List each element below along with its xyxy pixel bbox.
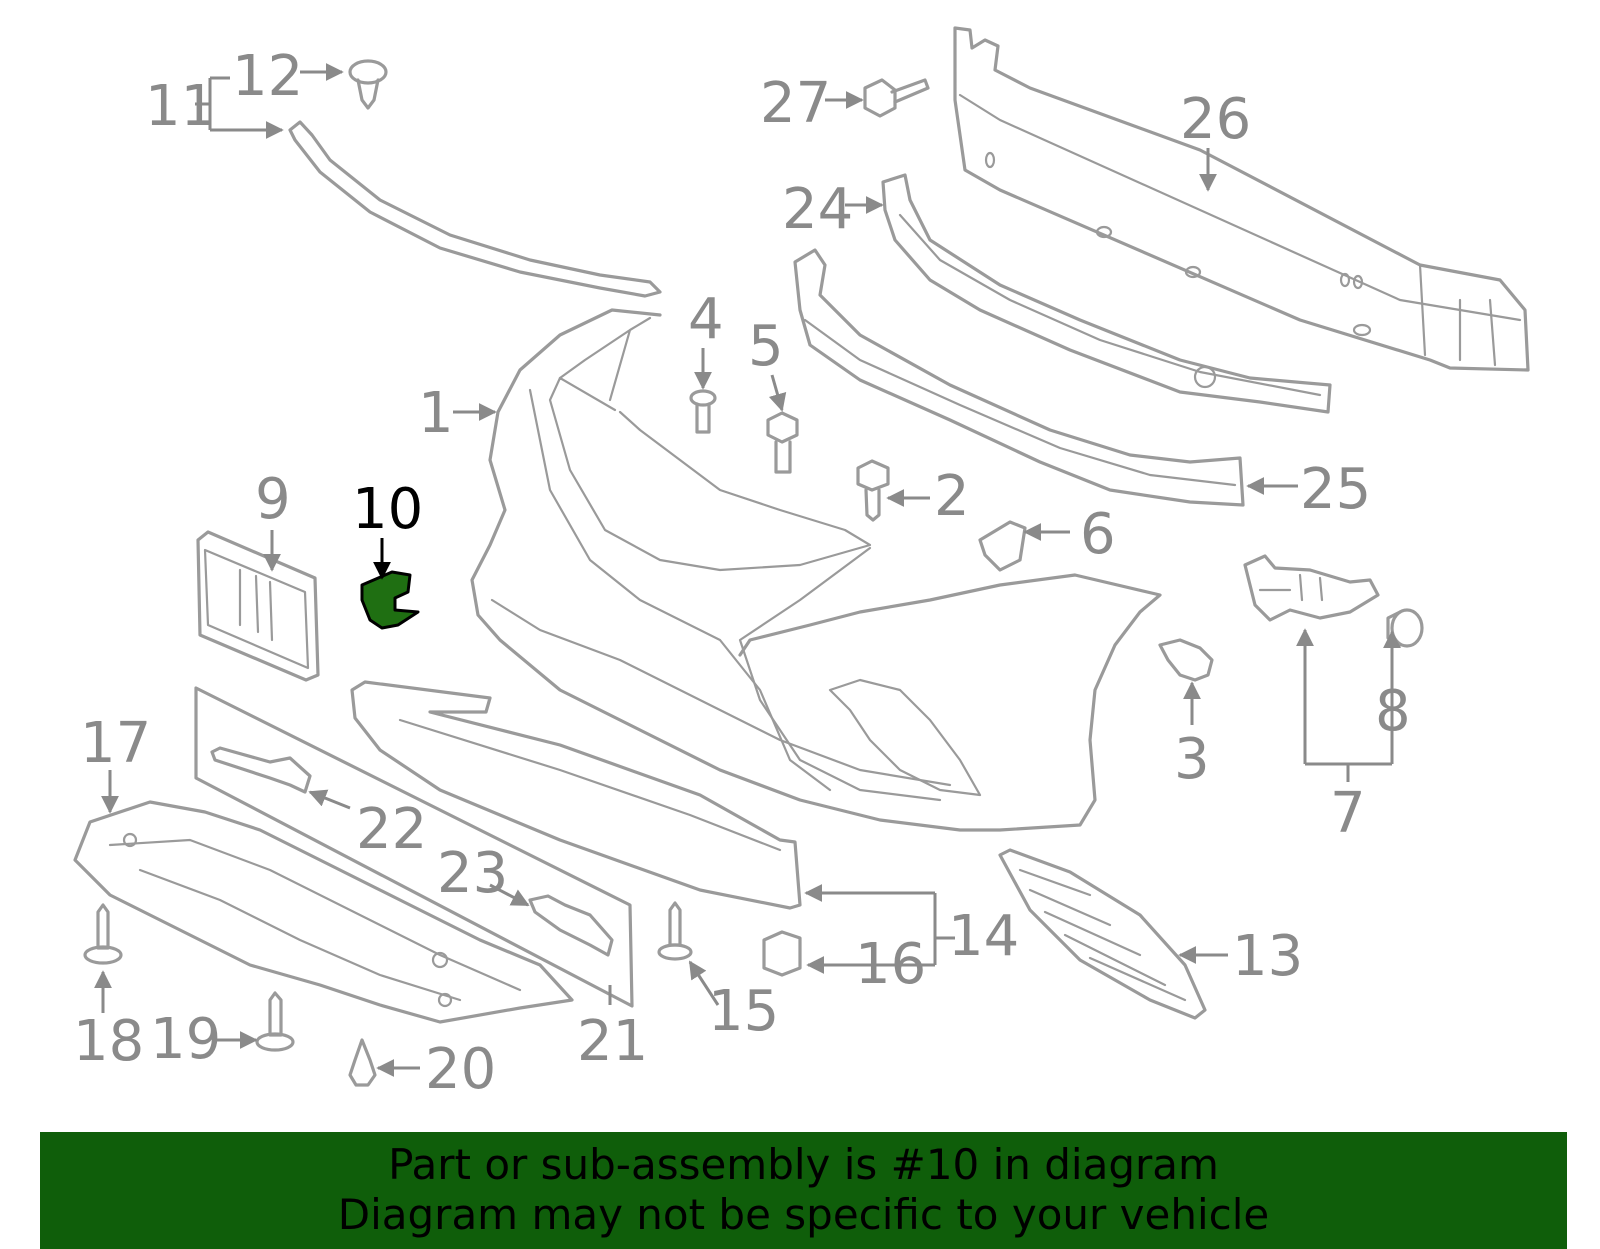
callout-3: 3 [1174,727,1210,792]
part-21-panel [194,686,634,1008]
callout-23: 23 [437,841,508,906]
part-12-clip [348,59,388,110]
callout-7: 7 [1330,781,1366,846]
callout-9: 9 [255,467,291,532]
part-17-under-cover [73,800,574,1024]
part-7-bracket [1243,554,1380,622]
part-11-molding-strip [288,120,662,298]
part-3-clip [1158,638,1214,682]
callout-5: 5 [748,314,784,379]
part-13-grille [998,848,1207,1020]
callout-17: 17 [80,711,151,776]
part-25-absorber-lower [793,248,1245,507]
callout-26: 26 [1180,87,1251,152]
callout-18: 18 [73,1009,144,1074]
callout-16: 16 [855,932,926,997]
part-14-deflector [350,680,802,910]
callout-8: 8 [1375,679,1411,744]
banner-line-2: Diagram may not be specific to your vehi… [337,1190,1270,1239]
callout-25: 25 [1300,457,1371,522]
part-26-reinforcement [953,26,1530,372]
part-10-bracket-highlighted [360,570,420,630]
callout-19: 19 [150,1007,221,1072]
callout-2: 2 [934,464,970,529]
callout-27: 27 [760,71,831,136]
callout-labels: 1 2 3 4 5 6 7 8 9 10 11 12 13 14 15 16 1… [73,44,1411,1102]
part-16-clip [762,930,802,977]
callout-6: 6 [1080,502,1116,567]
callout-13: 13 [1232,924,1303,989]
info-banner: Part or sub-assembly is #10 in diagram D… [40,1132,1567,1249]
callout-14: 14 [948,904,1019,969]
callout-1: 1 [418,381,454,446]
callout-4: 4 [688,287,724,352]
callout-21: 21 [577,1009,648,1074]
part-1-bumper-cover [470,308,1162,832]
callout-11: 11 [145,74,216,139]
part-19-screw [255,991,295,1052]
leader-lines [94,63,1401,1077]
callout-10: 10 [352,477,423,542]
banner-line-1: Part or sub-assembly is #10 in diagram [388,1140,1219,1189]
callout-20: 20 [425,1037,496,1102]
part-20-clip [348,1038,377,1087]
part-5-bolt [766,411,799,474]
part-4-pin [689,389,717,434]
part-24-absorber-upper [881,173,1332,414]
part-18-screw [83,903,123,965]
part-6-clip [978,520,1027,572]
part-22-strip [210,746,312,794]
part-9-plate-bracket [196,530,320,682]
part-15-screw [657,901,693,961]
callout-12: 12 [232,44,303,109]
part-27-bolt [863,78,930,118]
callout-15: 15 [708,979,779,1044]
callout-22: 22 [356,797,427,862]
part-2-bolt [856,459,890,522]
part-23-strip [528,894,614,957]
callout-24: 24 [782,177,853,242]
